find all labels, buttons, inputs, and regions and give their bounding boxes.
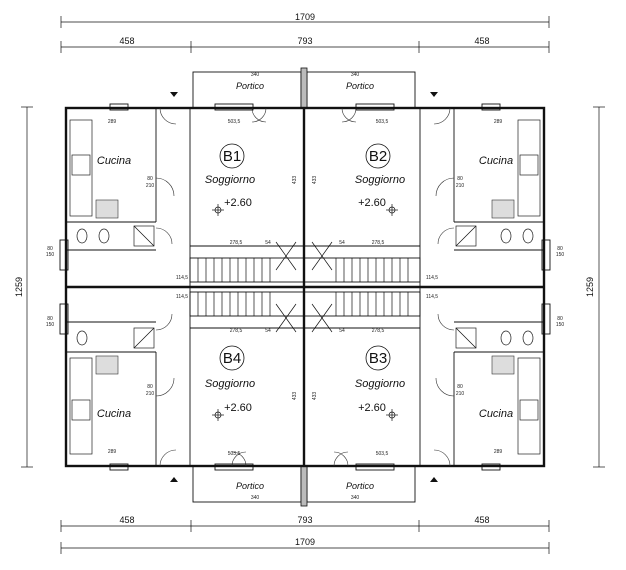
living-label-b3: Soggiorno xyxy=(355,378,405,390)
svg-text:210: 210 xyxy=(146,183,155,189)
svg-text:340: 340 xyxy=(351,72,360,78)
svg-text:433: 433 xyxy=(292,176,298,185)
living-label-b4: Soggiorno xyxy=(205,378,255,390)
unit-b3: B3 Soggiorno +2.60 Cucina xyxy=(355,345,513,420)
top-dimensions: 1709 458 793 458 xyxy=(60,12,550,53)
portico-label-b4: Portico xyxy=(236,481,264,491)
svg-text:289: 289 xyxy=(494,119,503,125)
svg-text:278,5: 278,5 xyxy=(372,328,385,334)
kitchen-label-b1: Cucina xyxy=(97,155,131,167)
svg-text:80: 80 xyxy=(557,316,563,322)
total-width-top: 1709 xyxy=(295,12,315,22)
svg-text:433: 433 xyxy=(312,176,318,185)
svg-text:210: 210 xyxy=(456,391,465,397)
unit-b4: B4 Soggiorno +2.60 Cucina xyxy=(97,345,255,420)
svg-text:54: 54 xyxy=(265,240,271,246)
level-label-b3: +2.60 xyxy=(358,402,386,414)
bathroom-fixtures xyxy=(76,225,534,349)
seg-left-top: 458 xyxy=(119,36,134,46)
svg-text:433: 433 xyxy=(312,392,318,401)
svg-text:80: 80 xyxy=(47,246,53,252)
living-label-b2: Soggiorno xyxy=(355,174,405,186)
svg-text:340: 340 xyxy=(351,495,360,501)
svg-text:289: 289 xyxy=(108,449,117,455)
kitchen-label-b4: Cucina xyxy=(97,408,131,420)
svg-text:150: 150 xyxy=(556,322,565,328)
small-annotations: 503,5 503,5 503,5 503,5 289 289 289 289 … xyxy=(46,119,565,457)
kitchen-counters xyxy=(69,119,541,455)
svg-text:278,5: 278,5 xyxy=(230,240,243,246)
exterior-walls xyxy=(59,106,551,468)
svg-text:150: 150 xyxy=(46,252,55,258)
kitchen-label-b3: Cucina xyxy=(479,408,513,420)
svg-text:114,5: 114,5 xyxy=(176,275,188,281)
unit-label-b1: B1 xyxy=(223,148,241,165)
svg-text:80: 80 xyxy=(457,384,463,390)
svg-text:210: 210 xyxy=(456,183,465,189)
svg-text:210: 210 xyxy=(146,391,155,397)
portico-label-b1: Portico xyxy=(236,81,264,91)
svg-text:80: 80 xyxy=(147,384,153,390)
svg-text:289: 289 xyxy=(108,119,117,125)
bottom-dimensions: 458 793 458 1709 xyxy=(60,515,550,554)
svg-text:340: 340 xyxy=(251,495,260,501)
level-label-b2: +2.60 xyxy=(358,197,386,209)
kitchen-label-b2: Cucina xyxy=(479,155,513,167)
entrance-markers xyxy=(170,92,438,482)
svg-text:503,5: 503,5 xyxy=(376,119,389,125)
unit-label-b2: B2 xyxy=(369,148,387,165)
svg-text:54: 54 xyxy=(339,328,345,334)
svg-text:80: 80 xyxy=(147,176,153,182)
portico-label-b3: Portico xyxy=(346,481,374,491)
seg-right-top: 458 xyxy=(474,36,489,46)
level-label-b4: +2.60 xyxy=(224,402,252,414)
side-dimensions: 1259 1259 xyxy=(14,106,605,468)
svg-text:80: 80 xyxy=(47,316,53,322)
svg-text:289: 289 xyxy=(494,449,503,455)
svg-text:278,5: 278,5 xyxy=(230,328,243,334)
svg-text:503,5: 503,5 xyxy=(228,451,241,457)
interior-walls xyxy=(66,108,544,466)
svg-text:503,5: 503,5 xyxy=(228,119,241,125)
svg-text:54: 54 xyxy=(339,240,345,246)
svg-text:114,5: 114,5 xyxy=(426,275,438,281)
seg-mid-top: 793 xyxy=(297,36,312,46)
svg-text:80: 80 xyxy=(557,246,563,252)
window-marks xyxy=(109,103,501,471)
svg-text:150: 150 xyxy=(46,322,55,328)
unit-b2: B2 Soggiorno +2.60 Cucina xyxy=(355,143,513,209)
svg-text:150: 150 xyxy=(556,252,565,258)
svg-text:433: 433 xyxy=(292,392,298,401)
seg-left-bottom: 458 xyxy=(119,515,134,525)
level-label-b1: +2.60 xyxy=(224,197,252,209)
stairs-top xyxy=(189,241,421,283)
svg-text:278,5: 278,5 xyxy=(372,240,385,246)
unit-label-b4: B4 xyxy=(223,350,241,367)
svg-text:340: 340 xyxy=(251,72,260,78)
seg-right-bottom: 458 xyxy=(474,515,489,525)
svg-text:503,5: 503,5 xyxy=(376,451,389,457)
seg-mid-bottom: 793 xyxy=(297,515,312,525)
living-label-b1: Soggiorno xyxy=(205,174,255,186)
svg-text:114,5: 114,5 xyxy=(176,294,188,300)
portico-label-b2: Portico xyxy=(346,81,374,91)
stairs-bottom xyxy=(189,291,421,333)
unit-label-b3: B3 xyxy=(369,350,387,367)
total-height-left: 1259 xyxy=(14,277,24,297)
total-height-right: 1259 xyxy=(585,277,595,297)
svg-text:80: 80 xyxy=(457,176,463,182)
svg-text:54: 54 xyxy=(265,328,271,334)
svg-text:114,5: 114,5 xyxy=(426,294,438,300)
level-markers xyxy=(212,204,398,421)
unit-b1: B1 Soggiorno +2.60 Cucina xyxy=(97,143,255,209)
total-width-bottom: 1709 xyxy=(295,537,315,547)
